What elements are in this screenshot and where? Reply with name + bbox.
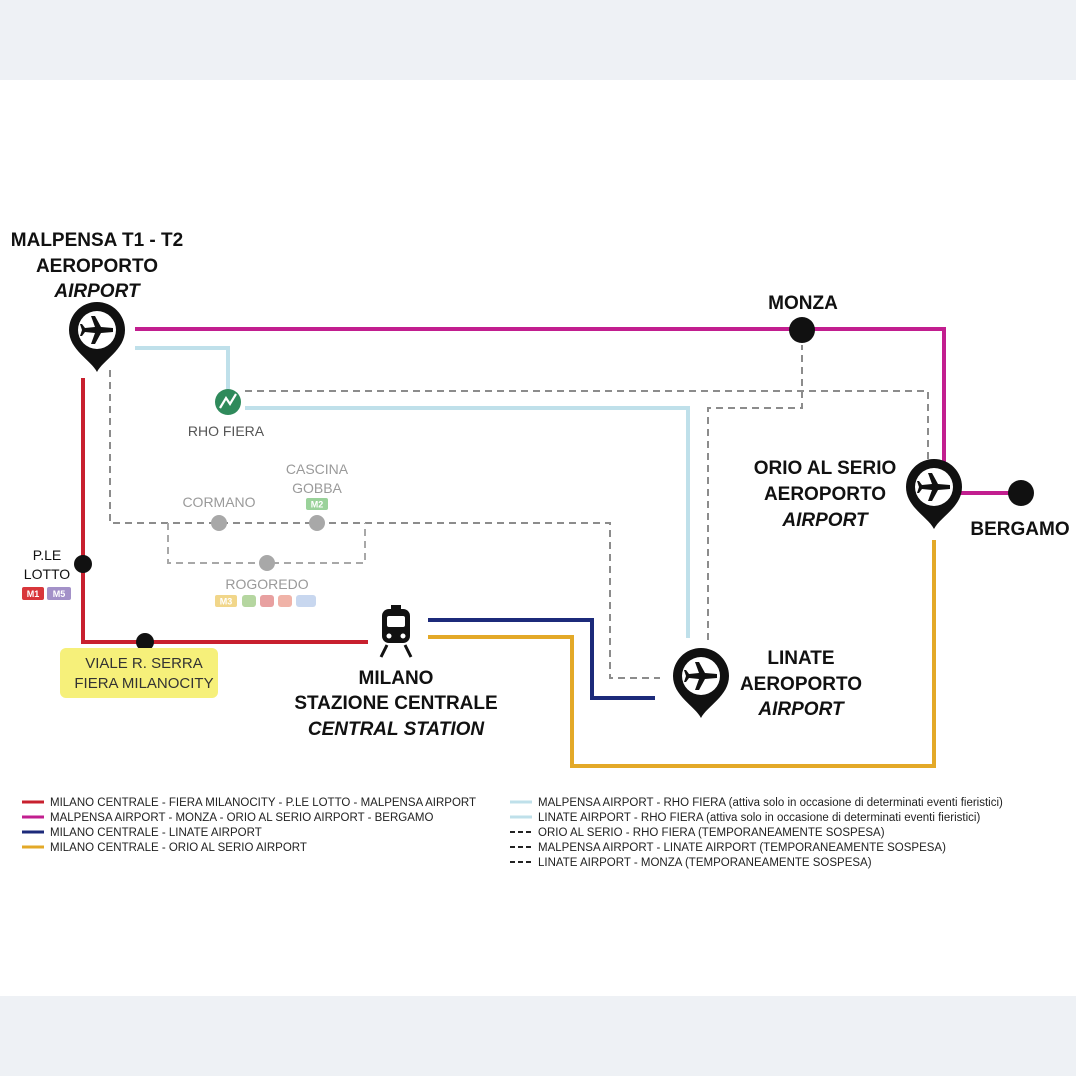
svg-text:FIERA MILANOCITY: FIERA MILANOCITY (74, 675, 213, 692)
svg-text:AIRPORT: AIRPORT (781, 510, 869, 531)
route-malpensa-rho (135, 346, 230, 390)
rail-logo-icon (296, 595, 316, 607)
route-gold (428, 540, 936, 768)
plane-icon (80, 316, 113, 344)
transit-map: MALPENSA T1 - T2 AEROPORTO AIRPORT MONZA… (11, 230, 1070, 869)
svg-text:ORIO AL SERIO: ORIO AL SERIO (754, 458, 897, 479)
label-rogoredo: ROGOREDO M3 (215, 576, 316, 607)
airport-pin-icon[interactable] (69, 302, 125, 372)
label-rho-fiera: RHO FIERA (188, 423, 265, 439)
svg-text:STAZIONE CENTRALE: STAZIONE CENTRALE (294, 693, 497, 714)
rail-logo-icon (242, 595, 256, 607)
svg-text:MALPENSA T1 - T2: MALPENSA T1 - T2 (11, 230, 183, 251)
label-viale-serra: VIALE R. SERRA FIERA MILANOCITY (60, 648, 218, 698)
route-linate-monza-dashed (707, 345, 803, 640)
svg-text:CASCINA: CASCINA (286, 461, 349, 477)
legend-right: MALPENSA AIRPORT - RHO FIERA (attiva sol… (510, 797, 1003, 869)
legend-left: MILANO CENTRALE - FIERA MILANOCITY - P.L… (22, 797, 476, 854)
svg-text:M1: M1 (27, 589, 40, 599)
route-red (81, 378, 368, 644)
label-orio-al-serio: ORIO AL SERIO AEROPORTO AIRPORT (754, 458, 897, 531)
station-dot-rogoredo[interactable] (259, 555, 275, 571)
svg-text:MILANO: MILANO (359, 668, 434, 689)
svg-text:M3: M3 (220, 597, 233, 607)
label-bergamo: BERGAMO (970, 519, 1069, 540)
airport-pin-icon[interactable] (906, 459, 962, 529)
m1-badge (22, 587, 44, 600)
route-navy (428, 618, 655, 700)
svg-text:AEROPORTO: AEROPORTO (740, 674, 862, 695)
m3-badge (215, 595, 237, 607)
legend-item: MALPENSA AIRPORT - LINATE AIRPORT (TEMPO… (538, 842, 946, 854)
label-linate: LINATE AEROPORTO AIRPORT (740, 648, 862, 720)
route-orio-rho-dashed (245, 390, 929, 460)
label-malpensa: MALPENSA T1 - T2 AEROPORTO AIRPORT (11, 230, 183, 302)
legend-item: MALPENSA AIRPORT - MONZA - ORIO AL SERIO… (50, 812, 433, 824)
station-dot-monza[interactable] (789, 317, 815, 343)
plane-icon (684, 662, 717, 690)
svg-text:AIRPORT: AIRPORT (53, 281, 141, 302)
label-monza: MONZA (768, 293, 838, 314)
airport-pin-icon[interactable] (673, 648, 729, 718)
svg-text:P.LE: P.LE (33, 547, 62, 563)
plane-icon (917, 473, 950, 501)
legend-item: LINATE AIRPORT - MONZA (TEMPORANEAMENTE … (538, 857, 872, 869)
rail-logo-icon (278, 595, 292, 607)
legend-item: MILANO CENTRALE - ORIO AL SERIO AIRPORT (50, 842, 307, 854)
legend-item: ORIO AL SERIO - RHO FIERA (TEMPORANEAMEN… (538, 827, 885, 839)
svg-text:AEROPORTO: AEROPORTO (36, 256, 158, 277)
route-malpensa-linate-dashed (109, 370, 660, 679)
legend-item: LINATE AIRPORT - RHO FIERA (attiva solo … (538, 812, 980, 824)
train-icon[interactable] (379, 605, 413, 658)
svg-text:M5: M5 (53, 589, 66, 599)
rho-fiera-icon[interactable] (215, 389, 241, 415)
highlight (60, 648, 218, 698)
route-linate-rho (245, 406, 690, 638)
station-dot-lotto[interactable] (74, 555, 92, 573)
m2-badge (306, 498, 328, 510)
label-lotto: P.LE LOTTO M1 M5 (22, 547, 71, 600)
svg-text:ROGOREDO: ROGOREDO (225, 576, 308, 592)
station-dot-serra[interactable] (136, 633, 154, 651)
svg-text:VIALE R. SERRA: VIALE R. SERRA (85, 655, 203, 672)
legend-item: MILANO CENTRALE - LINATE AIRPORT (50, 827, 262, 839)
label-cascina-gobba: CASCINA GOBBA M2 (286, 461, 349, 510)
svg-text:AIRPORT: AIRPORT (757, 699, 845, 720)
label-milano-centrale: MILANO STAZIONE CENTRALE CENTRAL STATION (294, 668, 497, 740)
station-dot-cascina[interactable] (309, 515, 325, 531)
legend: MILANO CENTRALE - FIERA MILANOCITY - P.L… (22, 797, 1003, 869)
station-dot-cormano[interactable] (211, 515, 227, 531)
svg-text:CENTRAL STATION: CENTRAL STATION (308, 719, 486, 740)
station-dot-bergamo[interactable] (1008, 480, 1034, 506)
map-card: MALPENSA T1 - T2 AEROPORTO AIRPORT MONZA… (0, 80, 1076, 996)
legend-item: MALPENSA AIRPORT - RHO FIERA (attiva sol… (538, 797, 1003, 809)
svg-text:GOBBA: GOBBA (292, 480, 342, 496)
route-magenta (135, 327, 1020, 495)
svg-text:M2: M2 (311, 500, 324, 510)
rail-logo-icon (260, 595, 274, 607)
svg-text:LOTTO: LOTTO (24, 566, 71, 582)
label-cormano: CORMANO (182, 494, 255, 510)
m5-badge (47, 587, 71, 600)
svg-text:LINATE: LINATE (767, 648, 834, 669)
svg-text:AEROPORTO: AEROPORTO (764, 484, 886, 505)
legend-item: MILANO CENTRALE - FIERA MILANOCITY - P.L… (50, 797, 476, 809)
